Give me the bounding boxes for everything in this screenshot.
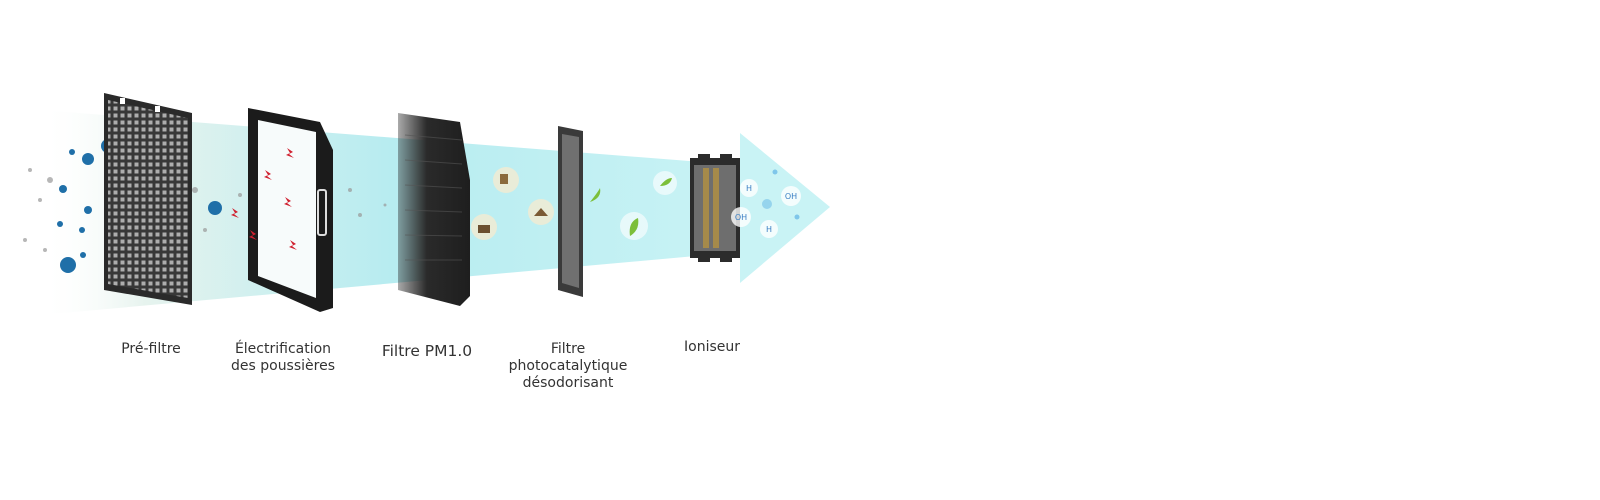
molecule-oh: OH <box>731 207 751 227</box>
label-line: des poussières <box>230 358 336 374</box>
label-line: Pré-filtre <box>121 341 181 357</box>
label-ionizer: Ioniseur <box>684 339 740 356</box>
molecule-h: H <box>760 220 778 238</box>
label-line: désodorisant <box>522 375 614 391</box>
svg-text:OH: OH <box>735 213 747 222</box>
label-line: Filtre <box>550 341 586 357</box>
label-line: Filtre PM1.0 <box>381 342 473 360</box>
electrification-frame <box>231 108 333 312</box>
molecule-oh: OH <box>781 186 801 206</box>
label-line: photocatalytique <box>508 358 628 374</box>
label-line: Électrification <box>234 341 332 357</box>
svg-text:H: H <box>746 184 752 193</box>
leaf-icons <box>590 171 677 240</box>
photocatalytic-filter-panel <box>558 126 583 297</box>
odor-icons <box>471 167 554 240</box>
pm10-filter-panel <box>398 113 470 306</box>
molecule-h: H <box>740 179 758 197</box>
ionizer-unit <box>690 154 740 262</box>
label-photocatalytic-filter: Filtre photocatalytique désodorisant <box>509 341 628 392</box>
svg-text:OH: OH <box>785 192 797 201</box>
label-pm10-filter: Filtre PM1.0 <box>382 343 472 360</box>
label-pre-filter: Pré-filtre <box>121 341 181 358</box>
svg-text:H: H <box>766 225 772 234</box>
label-line: Ioniseur <box>684 339 740 355</box>
pre-filter-panel <box>104 93 192 305</box>
label-dust-electrification: Électrification des poussières <box>231 341 335 375</box>
arrow-head <box>740 133 830 283</box>
spark-icons <box>231 148 297 250</box>
ion-molecules: H OH OH H <box>731 169 801 238</box>
pollutant-particles <box>23 139 387 273</box>
